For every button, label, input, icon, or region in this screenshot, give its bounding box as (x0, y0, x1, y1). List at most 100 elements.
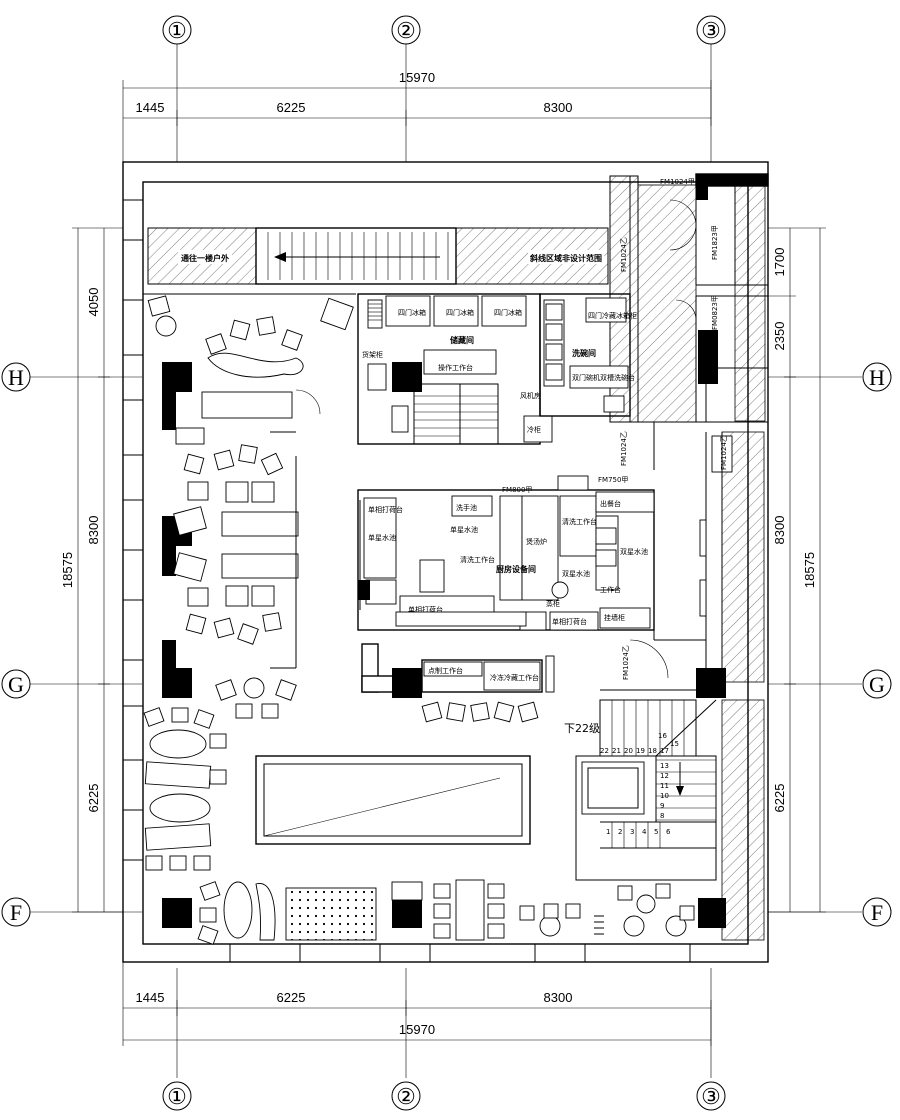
dim-bottom-total: 15970 (399, 1022, 435, 1037)
side-counter-label: 出餐台 (600, 499, 621, 508)
dimension-left: 18575 4050 8300 6225 (60, 227, 123, 913)
axis-col-1-top: ① (167, 18, 187, 43)
double-pool-2: 双星水池 (620, 547, 648, 556)
step-13: 13 (660, 762, 669, 770)
step-18: 18 (648, 747, 657, 755)
double-sink-label: 双门碗机双槽洗碗台 (572, 373, 635, 382)
kitchen: 单相打荷台 单星水池 单相打荷台 洗手池 单星水池 清洗工作台 厨房设备间 煲汤… (357, 475, 669, 680)
fridge-1: 四门冰箱 (398, 308, 426, 317)
door-fm1024-b2: FM1024乙 (620, 431, 628, 466)
axis-row-f-right: F (871, 900, 883, 925)
dim-right-total: 18575 (802, 552, 817, 588)
stairwell: 下22级 22 21 20 19 18 17 16 15 13 12 11 10… (564, 699, 717, 881)
step-17: 17 (660, 747, 669, 755)
axis-col-2-top: ② (396, 18, 416, 43)
door-fm0823-a: FM0823甲 (711, 295, 719, 330)
bar-counter: 点制工作台 冷冻冷藏工作台 (361, 643, 555, 698)
step-10: 10 (660, 792, 669, 800)
fridge-2: 四门冰箱 (446, 308, 474, 317)
axis-col-3-top: ③ (701, 18, 721, 43)
dim-left-seg-2: 8300 (86, 516, 101, 545)
step-8: 8 (660, 812, 664, 820)
dim-left-seg-1: 4050 (86, 288, 101, 317)
step-12: 12 (660, 772, 669, 780)
exit-corridor: 通往一楼户外 斜线区域非设计范围 (178, 227, 604, 285)
step-20: 20 (624, 747, 633, 755)
dishwash-room: 四门冷藏冰箱柜 洗碗间 双门碗机双槽洗碗台 (539, 293, 637, 417)
door-fm1024-b4: FM1024乙 (622, 645, 630, 680)
central-feature (255, 755, 531, 845)
storage-room: 四门冰箱 四门冰箱 四门冰箱 操作工作台 储藏间 货架柜 风机房 冷柜 (357, 293, 553, 445)
step-11: 11 (660, 782, 669, 790)
work-table-label: 工作台 (600, 585, 621, 594)
partitions (143, 293, 706, 691)
dim-right-seg-1: 1700 (772, 248, 787, 277)
axis-col-1-bottom: ① (167, 1084, 187, 1109)
stairs-down-label: 下22级 (564, 722, 600, 735)
step-2: 2 (618, 828, 622, 836)
out-of-scope-label: 斜线区域非设计范围 (529, 253, 602, 263)
step-6: 6 (666, 828, 671, 836)
dim-top-total: 15970 (399, 70, 435, 85)
dim-left-total: 18575 (60, 552, 75, 588)
fridge-3: 四门冰箱 (494, 308, 522, 317)
step-4: 4 (642, 828, 647, 836)
booth-seating (143, 707, 276, 945)
soup-station-label: 煲汤炉 (526, 537, 547, 546)
axis-col-2-bottom: ② (396, 1084, 416, 1109)
axis-row-h-left: H (8, 365, 24, 390)
shelves-label: 货架柜 (362, 350, 383, 359)
work-bench: 操作工作台 (438, 363, 473, 372)
dim-top-seg-2: 6225 (277, 100, 306, 115)
door-fm1024-b1: FM1024乙 (620, 237, 628, 272)
step-19: 19 (636, 747, 645, 755)
tea-bench-2: 单相打荷台 (408, 605, 443, 614)
wash-sink-label: 洗手池 (456, 503, 477, 512)
dim-bottom-seg-2: 6225 (277, 990, 306, 1005)
step-15: 15 (670, 740, 679, 748)
door-fm750: FM750甲 (598, 476, 628, 484)
four-door-fridge-long: 四门冷藏冰箱柜 (588, 311, 637, 320)
tea-bench-1: 单相打荷台 (368, 505, 403, 514)
single-pot-2: 单星水池 (450, 525, 478, 534)
fan-room-label: 风机房 (520, 391, 541, 400)
hand-wash-label: 点制工作台 (428, 666, 463, 675)
dim-right-seg-4: 6225 (772, 784, 787, 813)
steam-cabinet-label: 蒸柜 (546, 599, 560, 608)
step-9: 9 (660, 802, 664, 810)
double-pool-label: 双星水池 (562, 569, 590, 578)
bottom-furniture (285, 701, 695, 941)
kitchen-equipment-label: 厨房设备间 (496, 564, 536, 574)
axis-columns: ① ② ③ ① ② ③ (162, 15, 726, 1111)
door-fm1024-b3: FM1024乙 (720, 435, 728, 470)
step-1: 1 (606, 828, 610, 836)
axis-rows: H G F H G F (1, 362, 892, 927)
exit-corridor-label: 通往一楼户外 (181, 253, 229, 263)
freezer-label: 冷柜 (527, 425, 541, 434)
dim-top-seg-3: 8300 (544, 100, 573, 115)
step-3: 3 (630, 828, 634, 836)
axis-row-g-right: G (869, 672, 885, 697)
dishwash-room-label: 洗碗间 (572, 348, 596, 358)
step-22: 22 (600, 747, 609, 755)
dim-bottom-seg-1: 1445 (136, 990, 165, 1005)
clean-bench-2: 清洗工作台 (562, 517, 597, 526)
door-fm1024-a: FM1024甲 (660, 178, 695, 186)
axis-row-g-left: G (8, 672, 24, 697)
lounge-seating (147, 295, 354, 719)
dim-bottom-seg-3: 8300 (544, 990, 573, 1005)
dim-top-seg-1: 1445 (136, 100, 165, 115)
door-fm800: FM800甲 (502, 486, 532, 494)
dimension-right: 1700 2350 8300 6225 18575 (768, 227, 826, 913)
dim-right-seg-3: 8300 (772, 516, 787, 545)
clean-bench-label: 清洗工作台 (460, 555, 495, 564)
dim-right-seg-2: 2350 (772, 322, 787, 351)
step-16: 16 (658, 732, 667, 740)
tea-bench-3: 单相打荷台 (552, 617, 587, 626)
axis-row-h-right: H (869, 365, 885, 390)
storage-room-label: 储藏间 (449, 335, 474, 345)
dimension-top: 15970 1445 6225 8300 (122, 70, 712, 162)
single-pot-1: 单星水池 (368, 533, 396, 542)
step-5: 5 (654, 828, 658, 836)
